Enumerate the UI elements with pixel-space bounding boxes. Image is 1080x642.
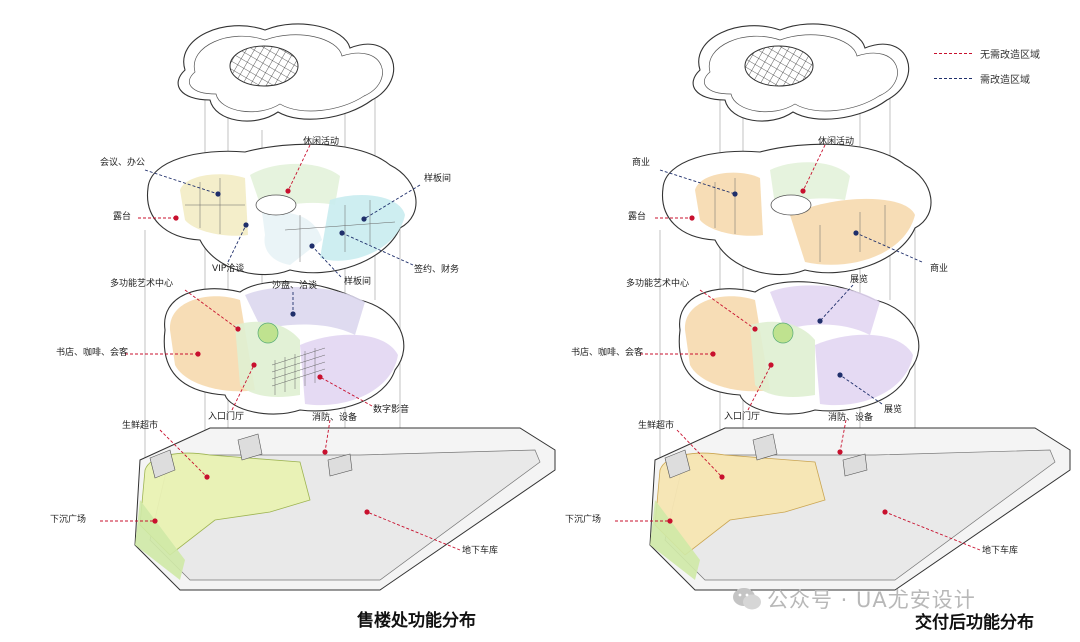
label-sample-room: 样板间 — [424, 174, 452, 184]
label-underground-garage: 地下车库 — [462, 546, 499, 556]
label-leisure: 休闲活动 — [303, 137, 340, 147]
label-sunken-plaza: 下沉广场 — [50, 515, 87, 525]
label-sunken-plaza-right: 下沉广场 — [565, 515, 602, 525]
label-meeting-office: 会议、办公 — [100, 158, 146, 168]
label-commerce: 商业 — [632, 158, 651, 168]
upper-floor-right — [661, 143, 932, 276]
leader-lines-right — [615, 144, 981, 551]
right-model — [615, 23, 1071, 591]
label-digital-av: 数字影音 — [373, 405, 410, 415]
caption-after-delivery: 交付后功能分布 — [915, 613, 1034, 633]
label-signing-finance: 签约、财务 — [414, 265, 460, 275]
upper-floor — [146, 143, 417, 276]
label-exhibition-2: 展览 — [884, 405, 903, 415]
roof-level-right — [692, 23, 910, 122]
label-exhibition: 展览 — [850, 275, 869, 285]
label-bookstore: 书店、咖啡、会客 — [56, 348, 129, 358]
wechat-icon — [733, 588, 761, 610]
label-entry-hall: 入口门厅 — [208, 412, 245, 422]
middle-floor-right — [678, 281, 920, 415]
label-fresh-market: 生鲜超市 — [122, 421, 159, 431]
legend-need-change: 需改造区域 — [980, 75, 1030, 86]
label-art-center: 多功能艺术中心 — [110, 279, 174, 289]
caption-sales-office: 售楼处功能分布 — [357, 611, 476, 631]
legend-line-no-change — [934, 53, 972, 54]
label-entry-hall-right: 入口门厅 — [724, 412, 761, 422]
basement-floor-right — [649, 427, 1071, 591]
label-fire-equipment-right: 消防、设备 — [828, 413, 874, 423]
label-art-center-right: 多功能艺术中心 — [626, 279, 690, 289]
label-bookstore-right: 书店、咖啡、会客 — [571, 348, 644, 358]
basement-floor — [134, 427, 556, 591]
leader-lines — [100, 144, 461, 551]
middle-floor — [163, 281, 405, 415]
watermark-text: 公众号 · UA尤安设计 — [767, 588, 976, 612]
label-fresh-market-right: 生鲜超市 — [638, 421, 675, 431]
label-terrace-right: 露台 — [628, 212, 647, 222]
legend-line-need-change — [934, 78, 972, 79]
left-model — [100, 23, 556, 591]
label-sample-room-2: 样板间 — [344, 277, 372, 287]
label-sand-table: 沙盘、洽谈 — [272, 281, 318, 291]
label-leisure-right: 休闲活动 — [818, 137, 855, 147]
legend-no-change: 无需改造区域 — [980, 50, 1040, 61]
label-commerce-2: 商业 — [930, 264, 949, 274]
roof-level — [177, 23, 395, 122]
label-fire-equipment: 消防、设备 — [312, 413, 358, 423]
label-vip: VIP洽谈 — [212, 264, 245, 274]
label-terrace: 露台 — [113, 212, 132, 222]
label-underground-garage-right: 地下车库 — [982, 546, 1019, 556]
